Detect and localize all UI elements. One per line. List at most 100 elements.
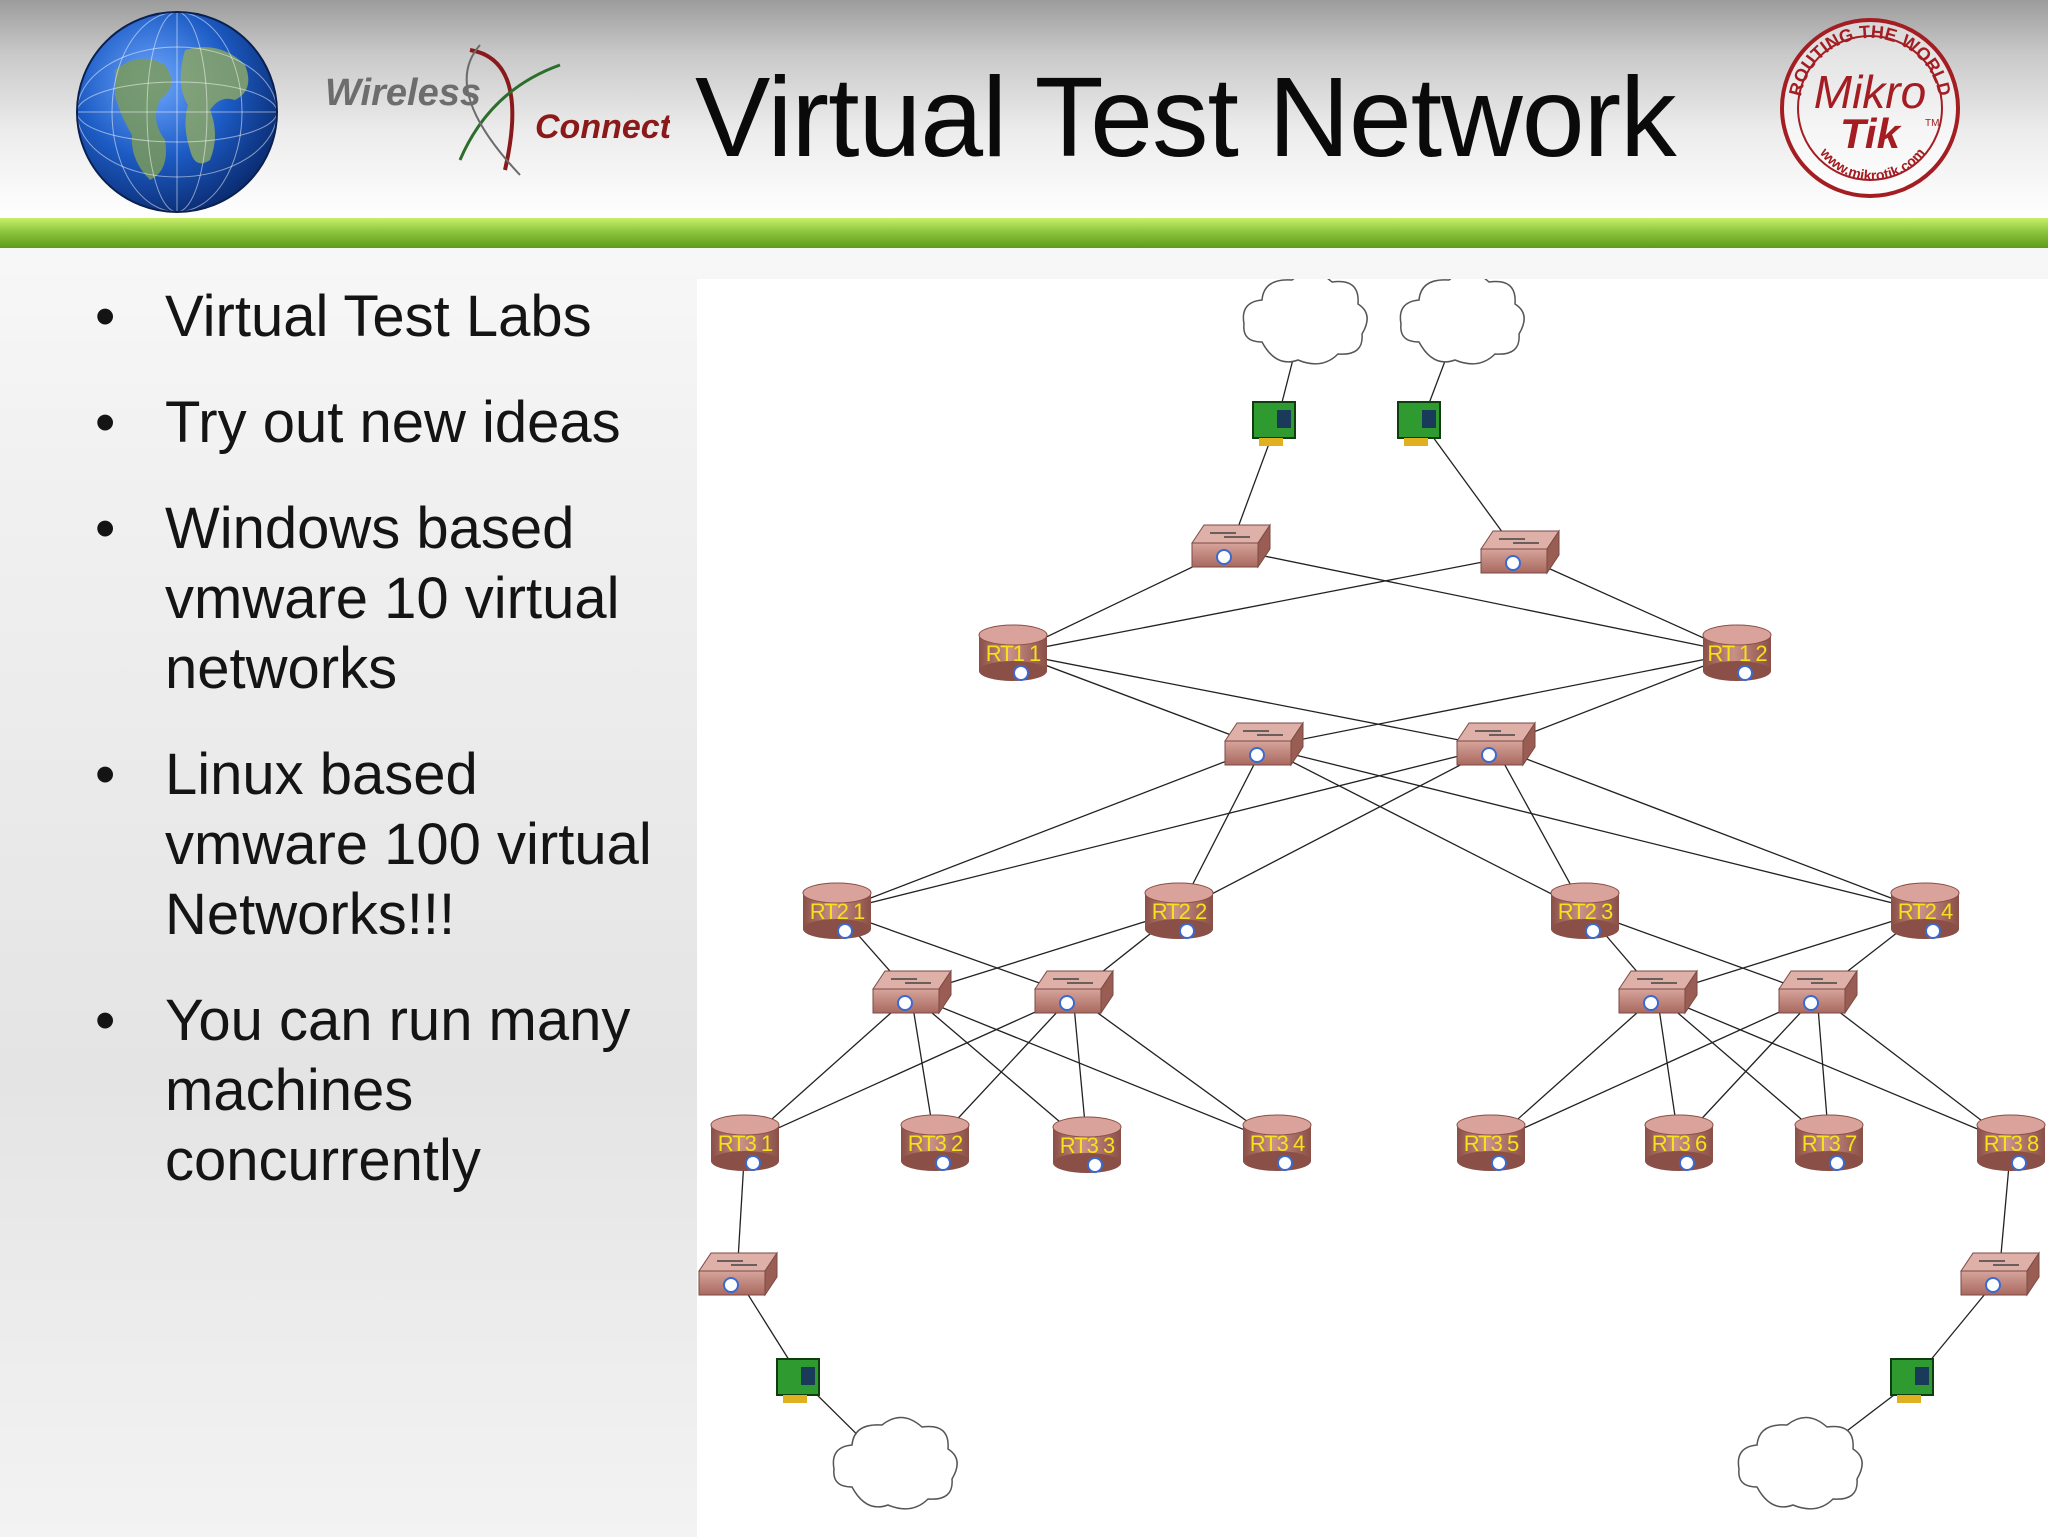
node-rt22[interactable]: RT2 2	[1144, 882, 1214, 939]
link-line	[1494, 746, 1926, 912]
nodes-layer: RT1 1 RT 1 2 RT2 1 RT2 2 RT2 3 RT2 4 RT3 1 RT3 …	[698, 279, 2046, 1510]
bullet-dot: •	[95, 742, 116, 807]
router-label: RT2 1	[810, 899, 865, 924]
link-line	[910, 994, 1278, 1144]
node-sw-1a[interactable]	[1191, 523, 1271, 569]
router-label: RT3 8	[1984, 1131, 2039, 1156]
router-label: RT3 7	[1802, 1131, 1857, 1156]
link-line	[1178, 746, 1496, 912]
bullet-item: • Linux based vmware 100 virtual Networks…	[95, 740, 695, 950]
link-line	[1012, 652, 1496, 748]
link-line	[1262, 746, 1586, 912]
node-sw-1b[interactable]	[1480, 529, 1560, 575]
bullet-text: Virtual Test Labs	[165, 284, 592, 349]
link-line	[910, 994, 1088, 1146]
node-rt34[interactable]: RT3 4	[1242, 1114, 1312, 1171]
router-label: RT3 1	[718, 1131, 773, 1156]
cloud-icon	[832, 1416, 958, 1510]
link-line	[1012, 554, 1520, 654]
router-label: RT3 3	[1060, 1133, 1115, 1158]
link-line	[1490, 994, 1818, 1144]
node-rt23[interactable]: RT2 3	[1550, 882, 1620, 939]
network-diagram: RT1 1 RT 1 2 RT2 1 RT2 2 RT2 3 RT2 4 RT3 1 RT3 …	[698, 279, 2046, 1510]
bullet-item: • Virtual Test Labs	[95, 282, 695, 352]
node-sw-3b[interactable]	[1034, 969, 1114, 1015]
node-cloud-bot-2[interactable]	[1737, 1416, 1863, 1510]
link-line	[836, 746, 1264, 912]
node-rt32[interactable]: RT3 2	[900, 1114, 970, 1171]
cloud-icon	[1399, 279, 1525, 365]
link-line	[836, 746, 1496, 912]
link-line	[1656, 994, 2012, 1144]
node-nic-top-1[interactable]	[1252, 401, 1296, 446]
bullet-text: Windows based vmware 10 virtual networks	[165, 496, 620, 701]
network-diagram-panel: RT1 1 RT 1 2 RT2 1 RT2 2 RT2 3 RT2 4 RT3 1 RT3 …	[697, 279, 2048, 1537]
link-line	[1072, 994, 1278, 1144]
node-rt33[interactable]: RT3 3	[1052, 1116, 1122, 1173]
node-sw-3a[interactable]	[872, 969, 952, 1015]
link-line	[1584, 910, 1818, 996]
slide-title: Virtual Test Network	[695, 54, 1677, 180]
link-line	[1656, 994, 1830, 1144]
node-nic-top-2[interactable]	[1397, 401, 1441, 446]
globe-icon	[76, 11, 278, 213]
router-label: RT3 6	[1652, 1131, 1707, 1156]
bullet-dot: •	[95, 390, 116, 455]
bullet-dot: •	[95, 496, 116, 561]
link-line	[1490, 994, 1658, 1144]
bullet-text: You can run many machines concurrently	[165, 988, 631, 1193]
link-line	[910, 910, 1180, 996]
mikrotik-word-1: Mikro	[1814, 66, 1926, 118]
mikrotik-tm: TM	[1925, 118, 1939, 129]
link-line	[1262, 652, 1738, 748]
link-line	[1229, 548, 1738, 654]
node-cloud-bot-1[interactable]	[832, 1416, 958, 1510]
node-sw-3c[interactable]	[1618, 969, 1698, 1015]
cloud-icon	[1242, 279, 1368, 365]
links-layer	[736, 323, 2012, 1470]
router-label: RT2 4	[1898, 899, 1953, 924]
link-line	[744, 994, 1074, 1144]
node-rt11[interactable]: RT1 1	[978, 624, 1048, 681]
node-rt36[interactable]: RT3 6	[1644, 1114, 1714, 1171]
node-rt31[interactable]: RT3 1	[710, 1114, 780, 1171]
mikrotik-word-2: Tik	[1840, 110, 1903, 157]
node-sw-4a[interactable]	[698, 1251, 778, 1297]
bullet-list: • Virtual Test Labs •Try out new ideas • W…	[95, 282, 695, 1232]
node-nic-bot-2[interactable]	[1890, 1358, 1934, 1403]
link-line	[1656, 910, 1926, 996]
router-label: RT1 1	[986, 641, 1041, 666]
link-line	[836, 910, 1074, 996]
node-sw-2b[interactable]	[1456, 721, 1536, 767]
node-sw-2a[interactable]	[1224, 721, 1304, 767]
node-rt35[interactable]: RT3 5	[1456, 1114, 1526, 1171]
accent-green-bar	[0, 218, 2048, 248]
node-cloud-top-1[interactable]	[1242, 279, 1368, 365]
router-label: RT2 3	[1558, 899, 1613, 924]
link-line	[1816, 994, 2012, 1144]
node-rt21[interactable]: RT2 1	[802, 882, 872, 939]
node-rt37[interactable]: RT3 7	[1794, 1114, 1864, 1171]
node-cloud-top-2[interactable]	[1399, 279, 1525, 365]
mikrotik-logo: ROUTING THE WORLD www.mikrotik.com Mikro…	[1780, 18, 1960, 198]
bullet-item: •Try out new ideas	[95, 388, 695, 458]
bullet-text: Linux based vmware 100 virtual Networks!…	[165, 742, 652, 947]
node-sw-4b[interactable]	[1960, 1251, 2040, 1297]
node-nic-bot-1[interactable]	[776, 1358, 820, 1403]
connect-word: Connect	[535, 108, 670, 146]
node-rt38[interactable]: RT3 8	[1976, 1114, 2046, 1171]
node-sw-3d[interactable]	[1778, 969, 1858, 1015]
router-label: RT3 4	[1250, 1131, 1305, 1156]
router-label: RT2 2	[1152, 899, 1207, 924]
wireless-word: Wireless	[325, 72, 481, 114]
link-line	[744, 994, 912, 1144]
node-rt24[interactable]: RT2 4	[1890, 882, 1960, 939]
router-label: RT3 2	[908, 1131, 963, 1156]
node-rt12[interactable]: RT 1 2	[1702, 624, 1772, 681]
header-band	[0, 0, 2048, 218]
cloud-icon	[1737, 1416, 1863, 1510]
router-label: RT3 5	[1464, 1131, 1519, 1156]
bullet-dot: •	[95, 284, 116, 349]
wireless-connect-logo: Wireless Connect	[325, 44, 670, 176]
bullet-item: • Windows based vmware 10 virtual network…	[95, 494, 695, 704]
